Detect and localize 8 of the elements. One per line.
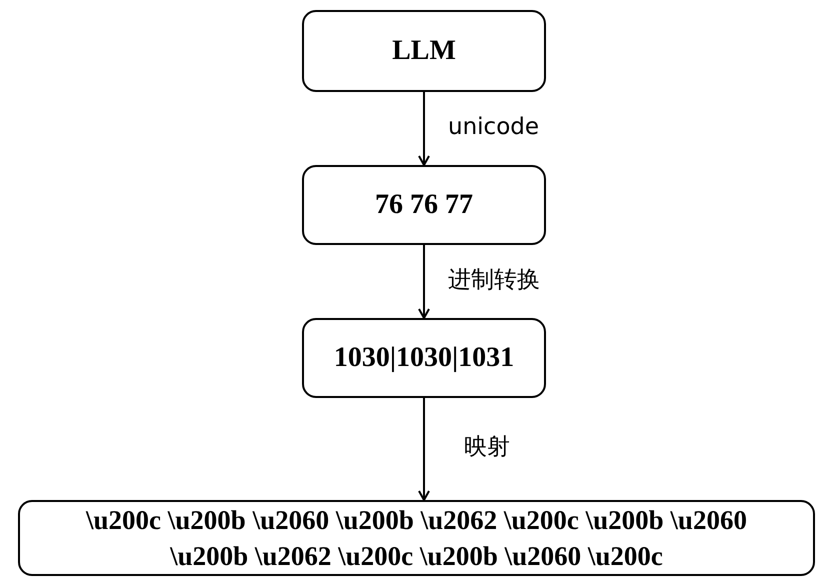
arrow	[418, 245, 430, 319]
arrow	[418, 398, 430, 501]
process-box: LLM	[302, 10, 546, 92]
edge-label: 进制转换	[448, 268, 540, 293]
process-box: 76 76 77	[302, 165, 546, 245]
process-box: \u200c \u200b \u2060 \u200b \u2062 \u200c \u200b \u2060 \u200b \u2062 \u200c \u200b \u2060 \u200c	[18, 500, 815, 576]
arrow	[418, 92, 430, 166]
process-box: 1030|1030|1031	[302, 318, 546, 398]
